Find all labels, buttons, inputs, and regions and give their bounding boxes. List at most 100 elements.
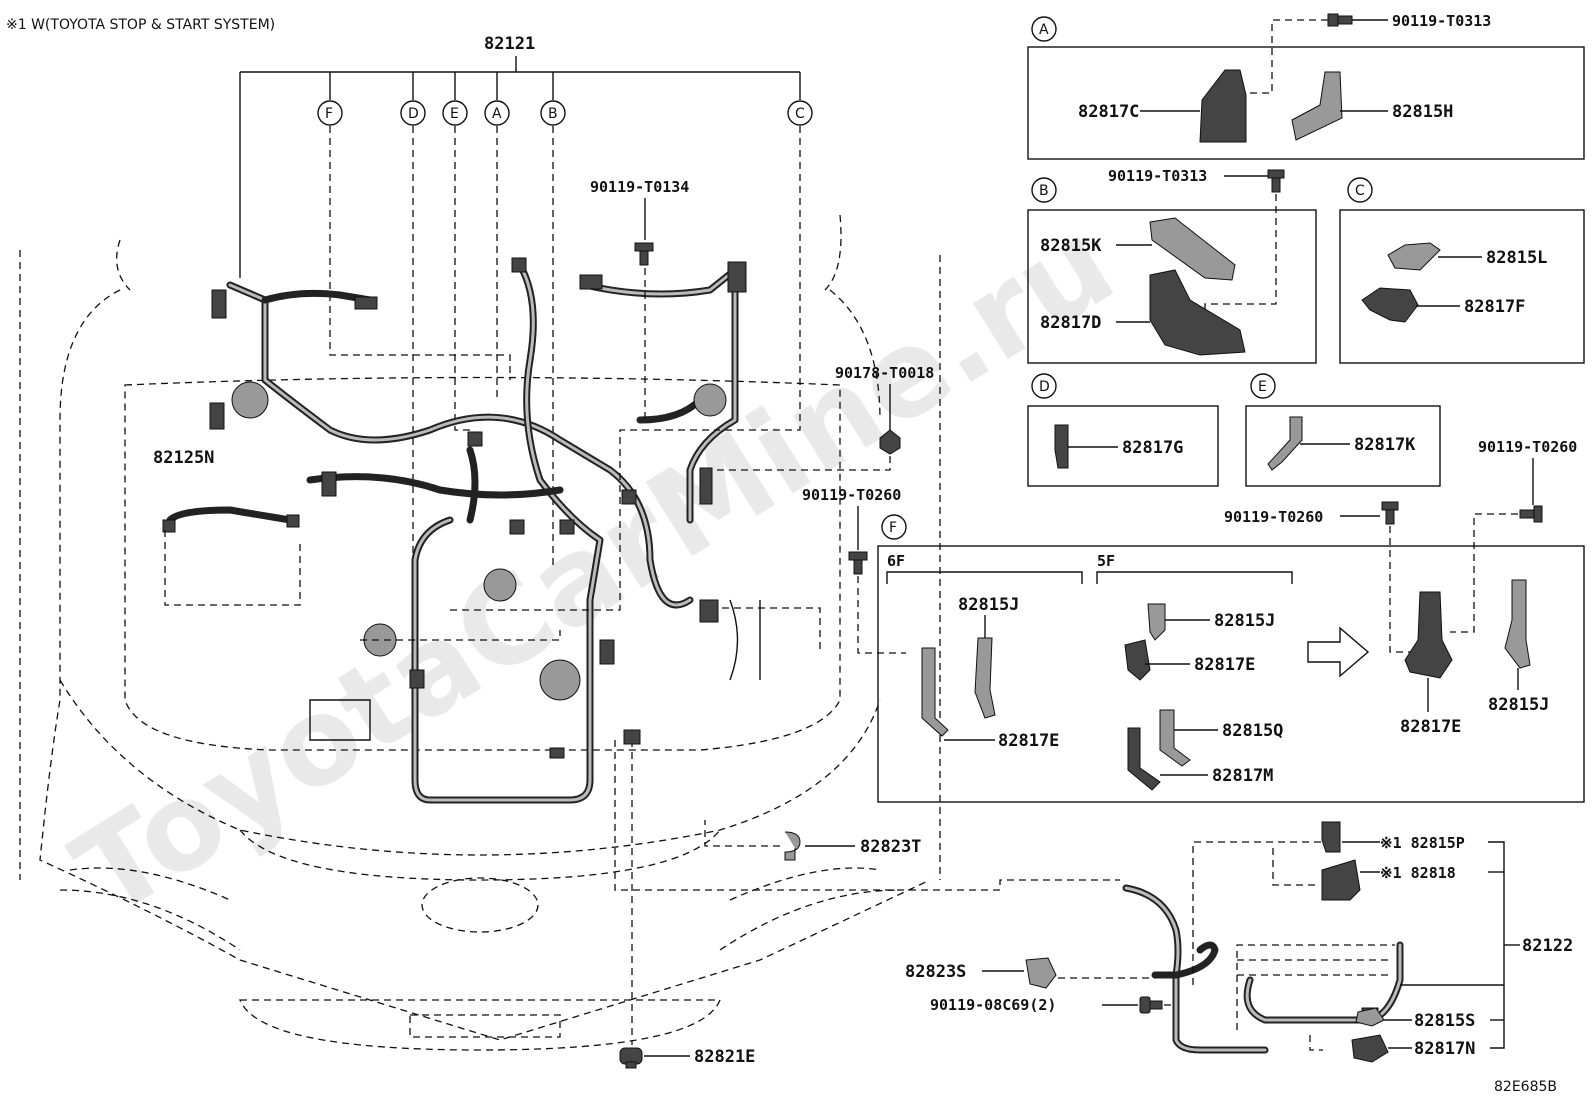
svg-text:82815H: 82815H [1392, 102, 1453, 122]
svg-text:82817C: 82817C [1078, 102, 1139, 122]
detail-box-d: D 82817G [1027, 373, 1219, 487]
svg-text:82815L: 82815L [1486, 248, 1547, 268]
callout-90119-T0134: 90119-T0134 [590, 178, 689, 421]
bolt-icon [634, 242, 654, 266]
svg-text:A: A [1039, 22, 1049, 38]
circle-c: C [787, 100, 813, 126]
svg-text:C: C [795, 106, 805, 122]
main-part-label: 82121 [484, 34, 535, 54]
svg-text:E: E [1258, 379, 1267, 395]
svg-text:82817M: 82817M [1212, 766, 1273, 786]
svg-text:82817E: 82817E [1194, 655, 1255, 675]
svg-text:82817E: 82817E [998, 731, 1059, 751]
engine-harness [162, 257, 761, 804]
svg-text:82815Q: 82815Q [1222, 721, 1283, 741]
bracket-82817G [1054, 424, 1069, 469]
svg-text:F: F [889, 520, 897, 536]
grommet-icon [619, 1047, 643, 1069]
callout-82823S: 82823S [905, 957, 1155, 989]
svg-text:82817E: 82817E [1400, 717, 1461, 737]
svg-text:82122: 82122 [1522, 936, 1573, 956]
svg-text:82817G: 82817G [1122, 438, 1183, 458]
svg-text:5F: 5F [1097, 552, 1115, 570]
svg-text:※1 82818: ※1 82818 [1380, 864, 1456, 882]
callout-82818: ※1 82818 [1321, 859, 1456, 901]
figure-code: 82E685B [1494, 1079, 1557, 1095]
svg-text:82817D: 82817D [1040, 313, 1101, 333]
nut-icon [879, 429, 901, 455]
svg-text:D: D [408, 106, 419, 122]
bolt-icon [1327, 13, 1353, 27]
svg-text:6F: 6F [887, 552, 905, 570]
svg-text:90119-T0313: 90119-T0313 [1108, 167, 1207, 185]
bolt-icon [1519, 505, 1543, 523]
svg-text:82817K: 82817K [1354, 435, 1416, 455]
main-harness-callout: 82121 F D E A B C [239, 34, 813, 690]
callout-82815P: ※1 82815P [1321, 821, 1465, 853]
svg-text:B: B [548, 106, 558, 122]
svg-text:82815J: 82815J [958, 595, 1019, 615]
callout-82125N: 82125N [153, 448, 214, 468]
bracket-5f-82815J [1147, 603, 1166, 641]
svg-text:B: B [1039, 183, 1049, 199]
svg-text:※1 82815P: ※1 82815P [1380, 834, 1465, 852]
bracket-82815S [1355, 1007, 1385, 1027]
svg-text:82815J: 82815J [1488, 695, 1549, 715]
svg-text:D: D [1039, 379, 1050, 395]
svg-text:F: F [325, 106, 333, 122]
bracket-82817K [1267, 416, 1303, 471]
svg-text:A: A [492, 106, 502, 122]
svg-text:90119-T0260: 90119-T0260 [1478, 438, 1577, 456]
callout-82823T: 82823T [614, 740, 1120, 891]
svg-text:82817F: 82817F [1464, 297, 1525, 317]
circle-a: A [484, 100, 510, 126]
arrow-icon [1307, 626, 1370, 678]
svg-text:90119-08C69(2): 90119-08C69(2) [930, 996, 1056, 1014]
detail-box-a: A 90119-T0313 82817C 82815H [1027, 12, 1585, 160]
svg-text:82125N: 82125N [153, 448, 214, 468]
bracket-82815P [1321, 821, 1341, 853]
circle-e: E [442, 100, 468, 126]
svg-text:82815J: 82815J [1214, 611, 1275, 631]
svg-text:90119-T0260: 90119-T0260 [1224, 508, 1323, 526]
callout-90119-08C69: 90119-08C69(2) [930, 996, 1176, 1014]
callout-82815S: 82815S [1355, 1007, 1475, 1031]
relay-82818 [1321, 859, 1361, 901]
bracket-6f-82815J [974, 637, 996, 719]
callout-90119-T0260-center: 90119-T0260 [722, 486, 906, 654]
clip-icon [784, 831, 801, 861]
callout-82817N: 82817N [1351, 1034, 1475, 1063]
bracket-5f-82817M [1127, 727, 1161, 791]
svg-text:90178-T0018: 90178-T0018 [835, 364, 934, 382]
bracket-82815K [1149, 217, 1236, 281]
svg-text:82823T: 82823T [860, 837, 921, 857]
bracket-82815H [1291, 71, 1343, 141]
detail-box-c: C 82815L 82817F [1339, 177, 1585, 364]
svg-text:82823S: 82823S [905, 962, 966, 982]
bracket-after-82815J [1504, 579, 1531, 669]
bracket-82817C [1199, 69, 1247, 143]
vehicle-outline [19, 214, 941, 1051]
bolt-icon [848, 551, 868, 575]
svg-text:82815S: 82815S [1414, 1011, 1475, 1031]
circle-d: D [400, 100, 426, 126]
svg-text:90119-T0134: 90119-T0134 [590, 178, 689, 196]
svg-text:C: C [1355, 183, 1365, 199]
clip-82823S [1025, 957, 1057, 989]
bolt-icon [1267, 169, 1285, 193]
callout-82122: 82122 [1400, 841, 1573, 1049]
callout-82821E: 82821E [619, 729, 755, 1069]
bracket-82817F [1361, 287, 1419, 323]
bolt-icon [1139, 996, 1163, 1014]
circle-b: B [540, 100, 566, 126]
svg-text:90119-T0313: 90119-T0313 [1392, 12, 1491, 30]
svg-text:90119-T0260: 90119-T0260 [802, 486, 901, 504]
callout-90119-T0260-mid: 90119-T0260 [1224, 501, 1410, 653]
bracket-82815L [1387, 242, 1441, 271]
detail-box-b: 90119-T0313 B 82815K 82817D [1027, 167, 1317, 364]
bolt-icon [1381, 501, 1399, 525]
bracket-6f-82817E [921, 647, 949, 737]
svg-text:E: E [450, 106, 459, 122]
header-note: ※1 W(TOYOTA STOP & START SYSTEM) [6, 17, 275, 33]
